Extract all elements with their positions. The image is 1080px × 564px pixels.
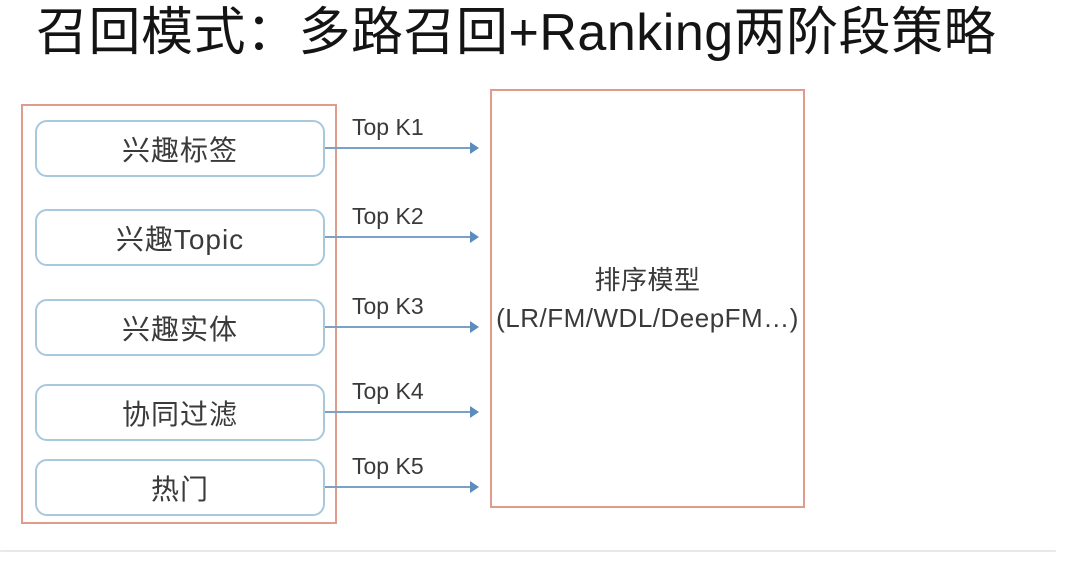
ranking-model-title: 排序模型	[594, 264, 701, 295]
arrow-label-top-k1: Top K1	[352, 114, 424, 140]
arrow-label-top-k2: Top K2	[352, 203, 424, 229]
ranking-model-algorithms: (LR/FM/WDL/DeepFM…)	[496, 302, 799, 333]
arrow-line	[325, 147, 472, 149]
arrow-label-top-k4: Top K4	[352, 378, 424, 404]
recall-channel-collaborative-filtering: 协同过滤	[35, 384, 325, 441]
recall-group-frame	[21, 104, 337, 524]
arrow-head-icon	[470, 406, 479, 418]
flow-arrow-icon	[325, 406, 479, 418]
bottom-divider	[0, 550, 1056, 552]
ranking-model-box: 排序模型 (LR/FM/WDL/DeepFM…)	[490, 89, 805, 508]
page-title: 召回模式：多路召回+Ranking两阶段策略	[36, 4, 997, 62]
arrow-line	[325, 236, 472, 238]
arrow-label-top-k5: Top K5	[352, 453, 424, 479]
ranking-model-text: 排序模型 (LR/FM/WDL/DeepFM…)	[496, 261, 799, 337]
recall-channel-hot: 热门	[35, 459, 325, 516]
arrow-label-top-k3: Top K3	[352, 293, 424, 319]
recall-channel-interest-topic: 兴趣Topic	[35, 209, 325, 266]
flow-arrow-icon	[325, 231, 479, 243]
recall-channel-interest-tag: 兴趣标签	[35, 120, 325, 177]
flow-arrow-icon	[325, 142, 479, 154]
arrow-line	[325, 486, 472, 488]
recall-channel-interest-entity: 兴趣实体	[35, 299, 325, 356]
arrow-head-icon	[470, 321, 479, 333]
flow-arrow-icon	[325, 481, 479, 493]
arrow-head-icon	[470, 481, 479, 493]
arrow-head-icon	[470, 231, 479, 243]
flow-arrow-icon	[325, 321, 479, 333]
arrow-head-icon	[470, 142, 479, 154]
arrow-line	[325, 411, 472, 413]
arrow-line	[325, 326, 472, 328]
